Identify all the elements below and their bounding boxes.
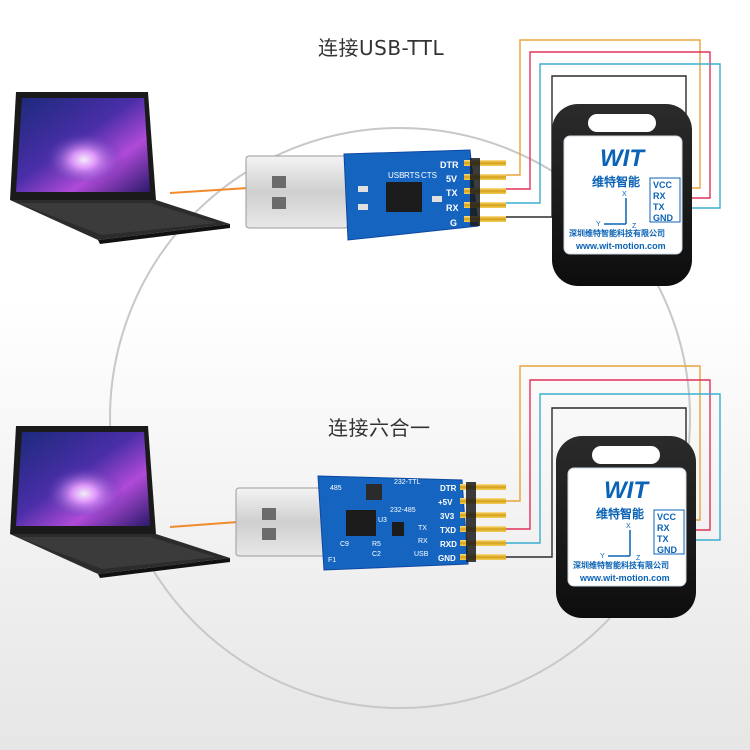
usb-ttl-module: DTR 5V TX RX G USB RTS CTS xyxy=(245,149,506,241)
usb-ttl-board-label: CTS xyxy=(421,171,437,180)
six-in-one-pin-label: DTR xyxy=(440,484,457,493)
sensor-bottom: WIT 维特智能 VCC RX TX GND X Y Z 深圳维特智能科技有限公… xyxy=(556,436,696,618)
sensor-brand: 维特智能 xyxy=(596,506,644,521)
six-in-one-board-label: 485 xyxy=(330,485,342,492)
sensor-pin-label: GND xyxy=(653,213,674,223)
usb-ttl-pin-label: TX xyxy=(446,188,458,198)
sensor-pin-label: VCC xyxy=(653,180,673,190)
wire-vcc-top xyxy=(506,39,701,189)
sensor-axis-label: Y xyxy=(600,553,605,560)
six-in-one-board-label: RX xyxy=(418,538,428,545)
six-in-one-pin-label: RXD xyxy=(440,540,457,549)
caption-usb-ttl: 连接USB-TTL xyxy=(318,36,445,60)
wires-bottom xyxy=(506,365,721,558)
laptop-link-bottom xyxy=(169,521,239,528)
usb-ttl-pin-label: 5V xyxy=(446,174,457,184)
six-in-one-board-label: R5 xyxy=(372,541,381,548)
usb-ttl-pin-label: RX xyxy=(446,203,459,213)
laptop-link-top xyxy=(169,187,249,194)
sensor-axis-label: X xyxy=(626,523,631,530)
six-in-one-board-label: F1 xyxy=(328,557,336,564)
sensor-pin-label: RX xyxy=(657,523,670,533)
six-in-one-pin-label: TXD xyxy=(440,526,456,535)
six-in-one-board-label: C9 xyxy=(340,541,349,548)
six-in-one-board-label: C2 xyxy=(372,551,381,558)
sensor-top: WIT 维特智能 VCC RX TX GND X Y Z 深圳维特智能科技有限公… xyxy=(552,104,692,286)
background-circle xyxy=(109,127,691,709)
wire-tx-bottom xyxy=(506,393,721,544)
six-in-one-board-label: 232-485 xyxy=(390,507,416,514)
sensor-axis-label: Z xyxy=(636,555,641,562)
sensor-axis-label: X xyxy=(622,191,627,198)
usb-ttl-pin-label: G xyxy=(450,218,457,228)
six-in-one-module: DTR +5V 3V3 TXD RXD GND 485 232-TTL 232-… xyxy=(235,475,506,571)
caption-six-in-one: 连接六合一 xyxy=(328,416,431,440)
sensor-company: 深圳维特智能科技有限公司 xyxy=(569,228,665,238)
sensor-axis-label: Y xyxy=(596,221,601,228)
sensor-website: www.wit-motion.com xyxy=(579,573,670,583)
six-in-one-board-label: TX xyxy=(418,525,427,532)
sensor-pin-label: RX xyxy=(653,191,666,201)
sensor-pin-label: TX xyxy=(657,534,669,544)
usb-ttl-board-label: USB xyxy=(388,171,404,180)
sensor-brand: 维特智能 xyxy=(592,174,640,189)
wire-tx-top xyxy=(506,63,721,209)
six-in-one-board-label: USB xyxy=(414,551,429,558)
sensor-logo: WIT xyxy=(604,477,650,504)
six-in-one-pin-label: GND xyxy=(438,554,456,563)
sensor-pin-label: GND xyxy=(657,545,678,555)
six-in-one-board-label: U3 xyxy=(378,517,387,524)
wire-rx-bottom xyxy=(506,379,711,531)
laptop-top xyxy=(10,92,230,244)
sensor-pin-label: VCC xyxy=(657,512,677,522)
six-in-one-board-label: 232-TTL xyxy=(394,479,421,486)
laptop-bottom xyxy=(10,426,230,578)
usb-ttl-board-label: RTS xyxy=(404,171,420,180)
sensor-logo: WIT xyxy=(600,145,646,172)
six-in-one-pin-label: 3V3 xyxy=(440,512,455,521)
sensor-company: 深圳维特智能科技有限公司 xyxy=(573,560,669,570)
usb-ttl-pin-label: DTR xyxy=(440,160,459,170)
wire-rx-top xyxy=(506,51,711,199)
sensor-pin-label: TX xyxy=(653,202,665,212)
six-in-one-pin-label: +5V xyxy=(438,498,453,507)
sensor-website: www.wit-motion.com xyxy=(575,241,666,251)
wire-vcc-bottom xyxy=(506,365,701,521)
sensor-axis-label: Z xyxy=(632,223,637,230)
